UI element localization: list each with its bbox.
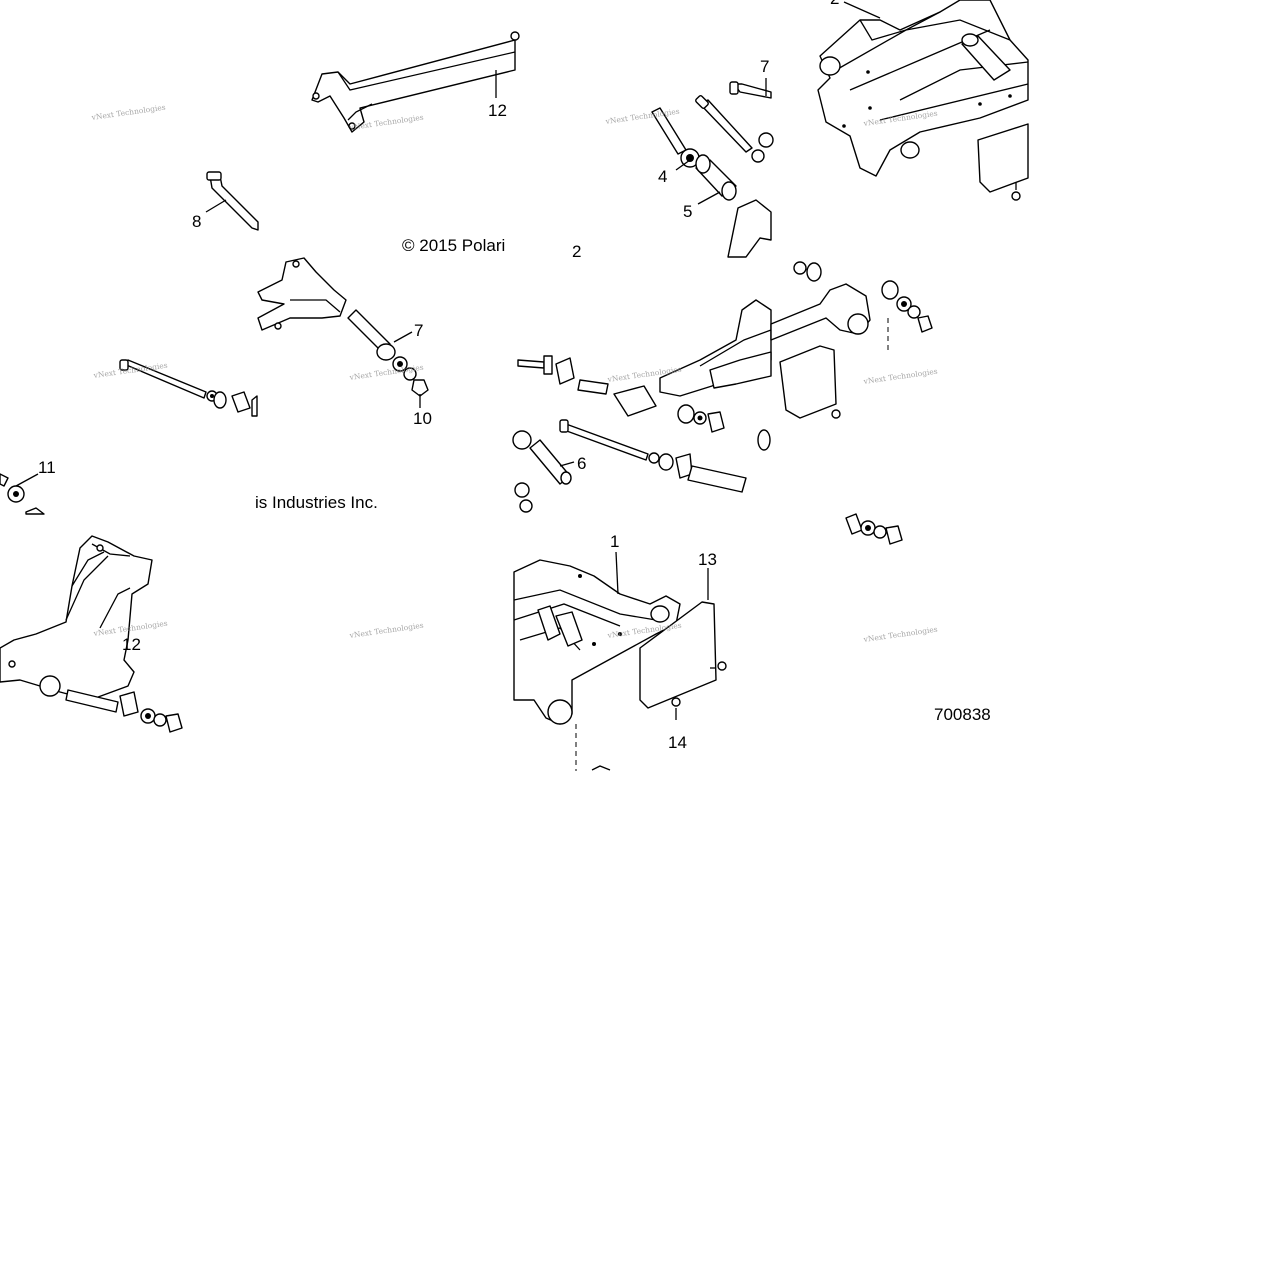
callout-12: 12 bbox=[488, 101, 507, 120]
part-4-bushing bbox=[695, 154, 737, 201]
middle-arm bbox=[659, 299, 772, 397]
middle-bolt bbox=[517, 355, 725, 433]
part-5-pin bbox=[512, 430, 572, 513]
part-8-bolt bbox=[206, 171, 259, 231]
leader-3 bbox=[675, 159, 691, 171]
frame-upper bbox=[817, 0, 1029, 201]
callout-8: 8 bbox=[192, 212, 201, 231]
watermark: vNext Technologies bbox=[862, 367, 938, 386]
callout-7: 7 bbox=[760, 57, 769, 76]
leader-5 bbox=[559, 461, 575, 467]
leader-2-top bbox=[843, 1, 881, 19]
watermark: vNext Technologies bbox=[90, 103, 166, 122]
callout-1: 1 bbox=[610, 532, 619, 551]
leader-10 bbox=[15, 473, 39, 487]
callout-14: 14 bbox=[668, 733, 687, 752]
copyright-text-right: is Industries Inc. bbox=[255, 493, 378, 512]
part-7-bolts bbox=[695, 81, 774, 163]
callout-6: 7 bbox=[414, 321, 423, 340]
callout-2-top: 2 bbox=[830, 0, 839, 8]
copyright-text-left: © 2015 Polari bbox=[402, 236, 505, 255]
leader-6 bbox=[393, 331, 413, 343]
part-6-pin bbox=[347, 309, 429, 397]
callout-10: 11 bbox=[38, 458, 56, 477]
part-13-plate bbox=[639, 601, 717, 709]
long-bolt-left bbox=[119, 359, 258, 417]
callout-9: 10 bbox=[413, 409, 432, 428]
leader-4 bbox=[697, 191, 721, 205]
right-lower-spacers bbox=[845, 513, 903, 545]
part-11-arm bbox=[0, 535, 153, 701]
diagram-number: 700838 bbox=[934, 705, 991, 724]
part-11-pin bbox=[65, 689, 183, 733]
lower-long-bolt bbox=[559, 419, 771, 493]
leader-1 bbox=[615, 551, 619, 595]
callout-11: 12 bbox=[122, 635, 141, 654]
callout-3: 4 bbox=[658, 167, 667, 186]
watermark: vNext Technologies bbox=[348, 621, 424, 640]
callout-13: 13 bbox=[698, 550, 717, 569]
watermark: vNext Technologies bbox=[862, 625, 938, 644]
leader-8 bbox=[205, 199, 227, 213]
right-arm bbox=[770, 261, 933, 419]
part-14-screws bbox=[671, 661, 727, 720]
part-12-arm bbox=[311, 31, 520, 133]
callout-2: 2 bbox=[572, 242, 581, 261]
arm-part-6 bbox=[257, 257, 347, 331]
part-10-washers bbox=[0, 473, 45, 515]
callout-4: 5 bbox=[683, 202, 692, 221]
callout-5: 6 bbox=[577, 454, 586, 473]
frame-bottom-stub bbox=[591, 765, 611, 771]
arm-corner bbox=[727, 199, 772, 258]
